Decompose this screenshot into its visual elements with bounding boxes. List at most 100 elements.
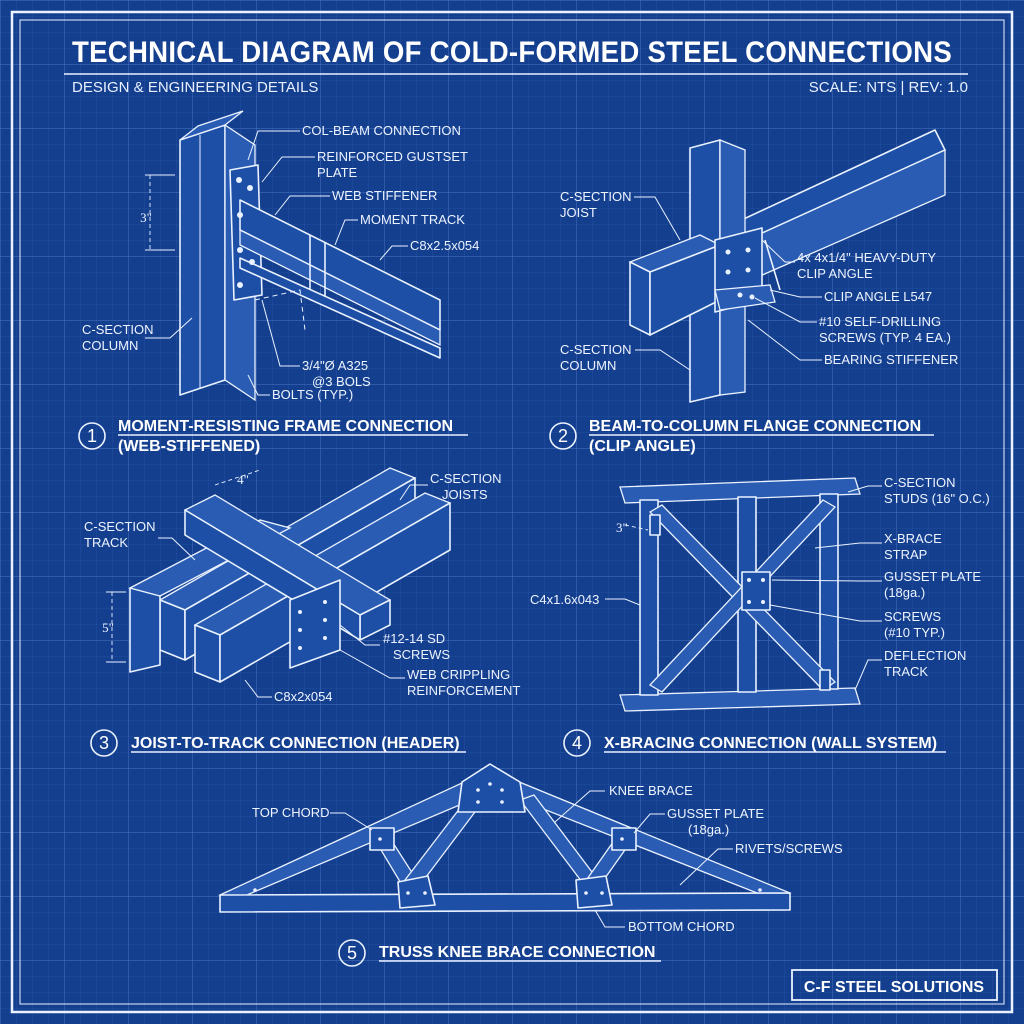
column-top-lip [179,110,244,141]
detail-2-number: 2 [558,426,568,446]
screw [725,269,731,275]
detail-1-dimension: 3" [140,210,152,225]
detail-3-number: 3 [99,733,109,753]
bolt [237,247,243,253]
rivet [476,800,480,804]
dimension-line [624,524,649,531]
detail-4-caption: X-BRACING CONNECTION (WALL SYSTEM) [604,735,937,752]
label-column-line2: COLUMN [82,338,138,353]
header: TECHNICAL DIAGRAM OF COLD-FORMED STEEL C… [64,36,968,96]
label-studs-line2: STUDS (16" O.C.) [884,491,990,506]
inner-border [19,19,1005,1005]
screw [761,578,765,582]
label-screws-line2: SCREWS [393,647,450,662]
label-gusset-line1: REINFORCED GUSTSET [317,149,468,164]
label-joists-line1: C-SECTION [430,471,502,486]
rivet [758,888,762,892]
hidden-lines [254,289,306,331]
beam-bottom-flange [239,257,441,359]
screw [298,610,302,614]
scale-revision: SCALE: NTS | REV: 1.0 [809,79,968,96]
detail-4-drawing [619,477,861,712]
label-clip: CLIP ANGLE L547 [824,289,932,304]
screw [747,578,751,582]
label-studs-line1: C-SECTION [884,475,956,490]
leader [158,537,196,561]
detail-1-moment-frame: 3" COL-BEAM CONNECTION REINFORCED GUSTSE… [78,110,479,455]
label-xbrace-line1: X-BRACE [884,531,942,546]
detail-5-number: 5 [347,943,357,963]
leader [605,598,641,606]
detail-4-number: 4 [572,733,582,753]
bearing-stiffener [714,284,776,311]
screw [745,247,751,253]
apex-gusset [457,763,526,813]
label-gusset-line1: GUSSET PLATE [884,569,981,584]
leader [854,659,882,691]
page-subtitle: DESIGN & ENGINEERING DETAILS [72,79,318,96]
leader [635,349,691,371]
gusset-plate [397,875,436,909]
screw [323,636,327,640]
detail-3-drawing [106,467,452,683]
corner-plate [649,514,661,536]
screw [749,294,755,300]
label-screws-line1: SCREWS [884,609,941,624]
label-joists-line2: JOISTS [442,487,488,502]
label-c8: C8x2.5x054 [410,238,479,253]
screw [761,600,765,604]
detail-1-caption-line2: (WEB-STIFFENED) [118,438,260,455]
bolt [249,259,255,265]
detail-5-number-circle [338,939,366,967]
detail-2-caption-line2: (CLIP ANGLE) [589,438,696,455]
screw [737,292,743,298]
label-heavy-line2: CLIP ANGLE [797,266,873,281]
label-column-line1: C-SECTION [560,342,632,357]
label-gusset-line1: GUSSET PLATE [667,806,764,821]
leader [554,790,605,823]
label-c8: C8x2x054 [274,689,333,704]
column-web [179,124,226,396]
joist-end [629,261,651,336]
label-web-line2: REINFORCEMENT [407,683,520,698]
rivet [620,837,624,841]
label-deflection-line2: TRACK [884,664,928,679]
label-xbrace-line2: STRAP [884,547,927,562]
label-joist-line1: C-SECTION [560,189,632,204]
leader [769,289,822,298]
label-gusset-line2: (18ga.) [884,585,925,600]
joist-end [194,624,221,683]
leader [399,484,428,501]
leader [594,909,625,928]
label-screws-line1: #10 SELF-DRILLING [819,314,941,329]
label-screws-line1: #12-14 SD [383,631,445,646]
gusset-plate [369,827,395,851]
company-name: C-F STEEL SOLUTIONS [804,979,984,996]
stud [639,499,659,696]
leader [814,542,882,549]
detail-4-number-circle [563,729,591,757]
label-heavy-line1: 4x 4x1/4" HEAVY-DUTY [797,250,936,265]
label-top-chord: TOP CHORD [252,805,330,820]
rivet [423,891,427,895]
label-bolts-typ: BOLTS (TYP.) [272,387,353,402]
leader [247,374,270,396]
label-moment-track: MOMENT TRACK [360,212,465,227]
leader [330,812,373,831]
top-track [619,477,861,504]
leader [339,624,380,646]
label-screws-line2: (#10 TYP.) [884,625,945,640]
detail-2-number-circle [549,422,577,450]
rivet [476,788,480,792]
leader [769,604,882,622]
detail-2-drawing [628,129,946,403]
page-title: TECHNICAL DIAGRAM OF COLD-FORMED STEEL C… [72,36,952,69]
label-col-beam: COL-BEAM CONNECTION [302,123,461,138]
detail-2-beam-column: C-SECTION JOIST 4x 4x1/4" HEAVY-DUTY CLI… [549,129,958,455]
rivet [488,782,492,786]
leader [274,195,330,216]
screw [725,249,731,255]
leader [633,813,665,834]
label-web-stiffener: WEB STIFFENER [332,188,437,203]
